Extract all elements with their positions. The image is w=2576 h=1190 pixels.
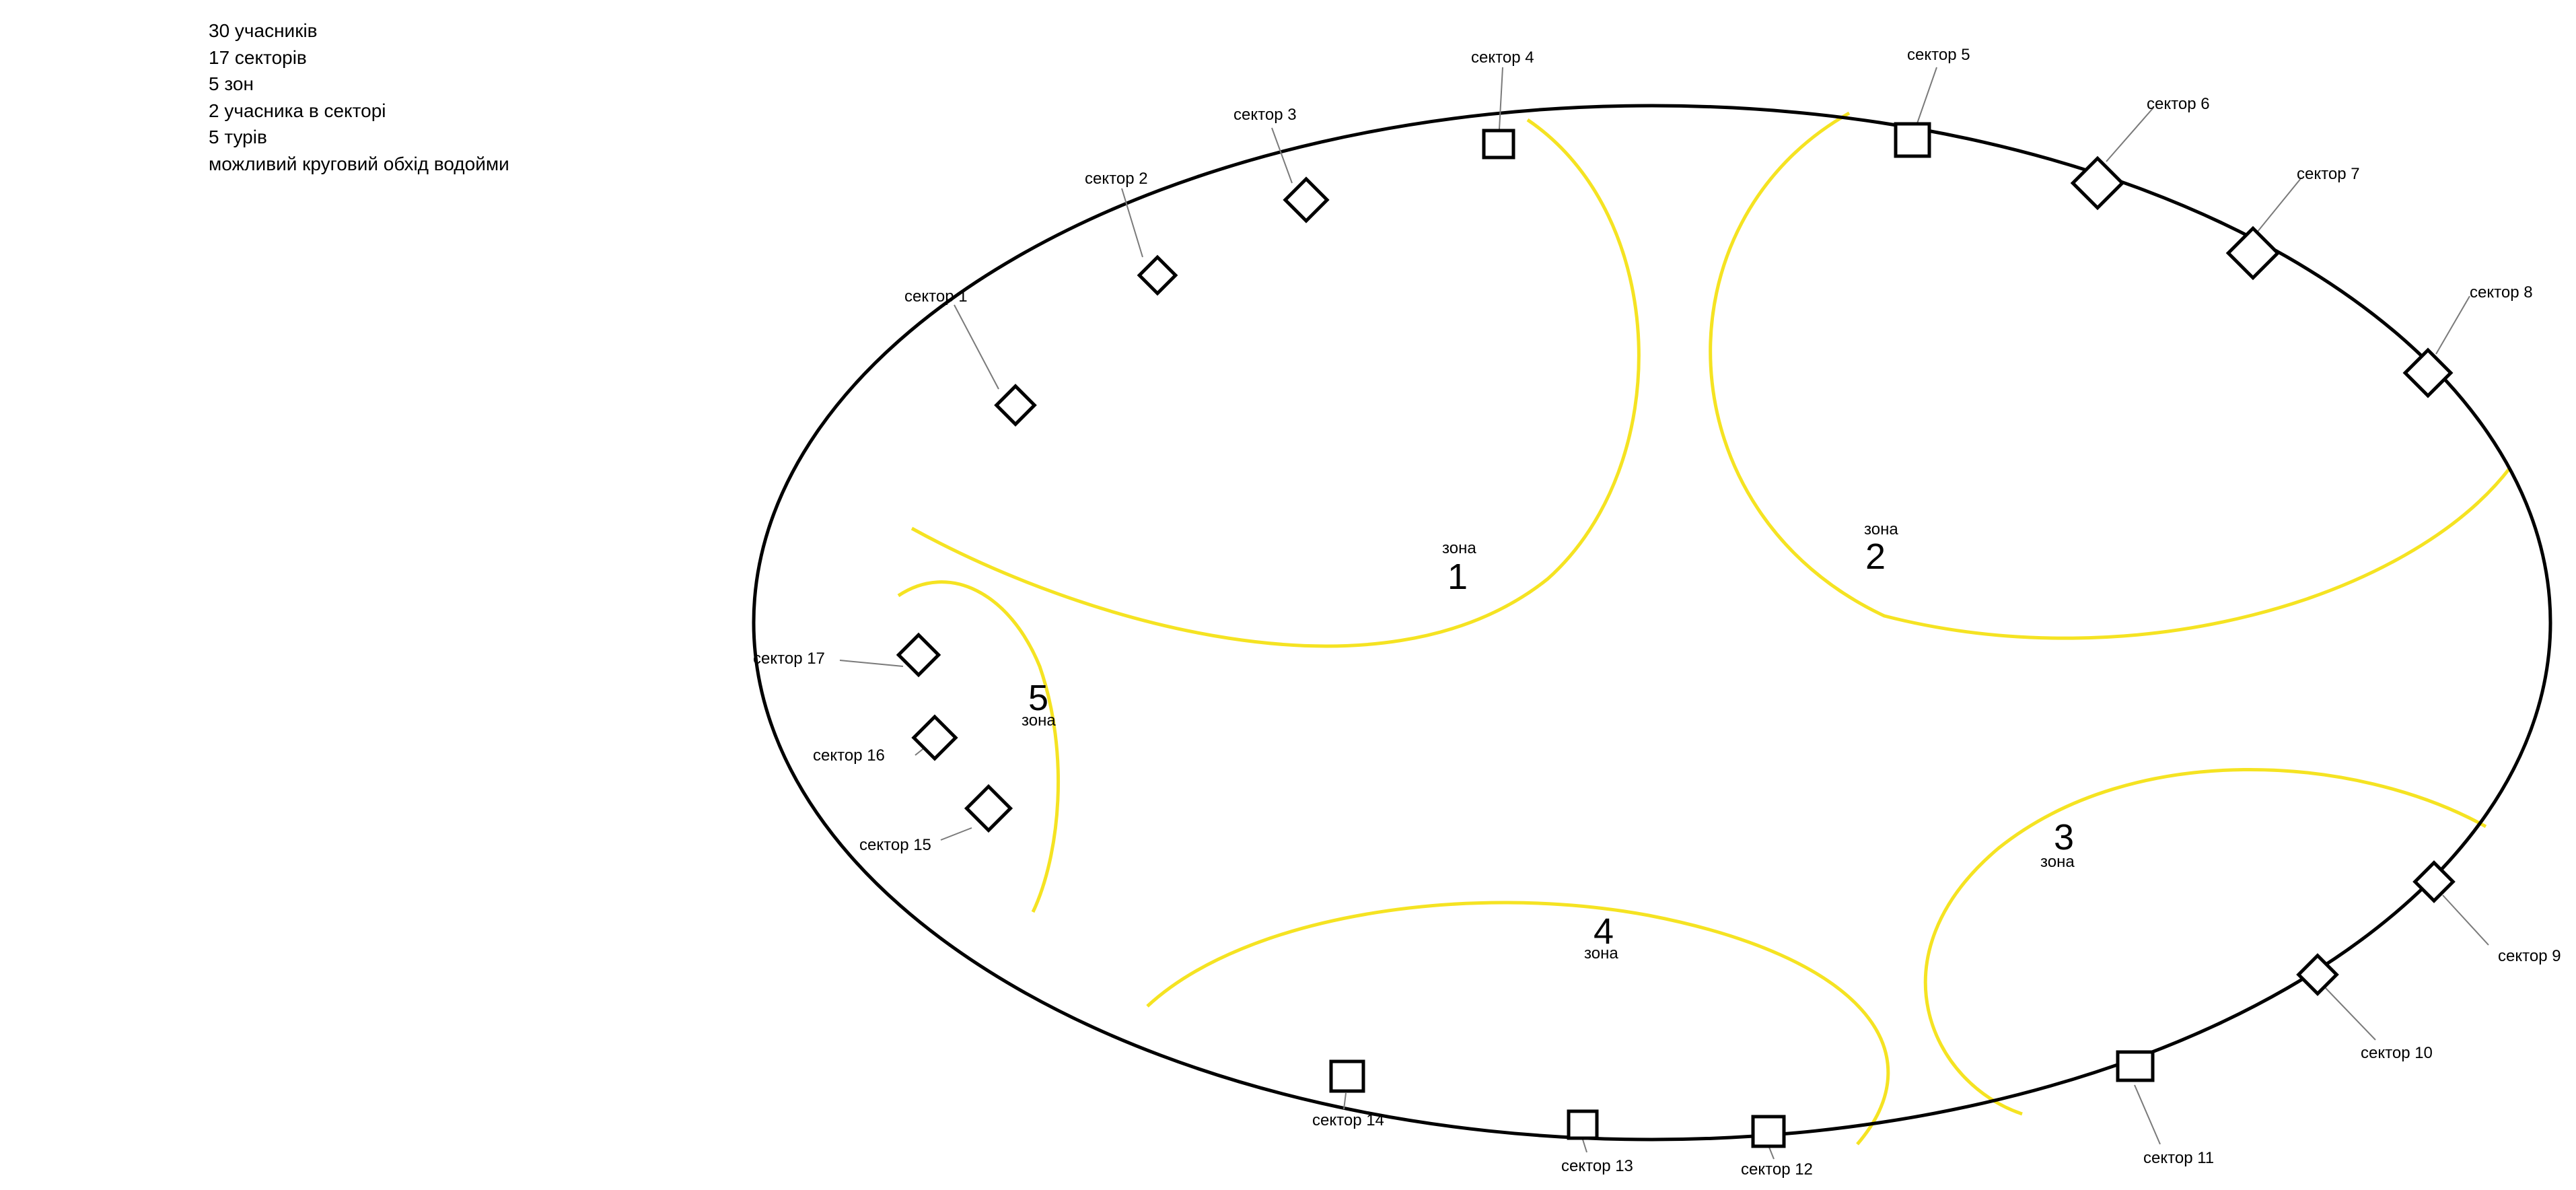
sector-1-label: сектор 1 bbox=[904, 287, 968, 306]
zone-1-boundary bbox=[910, 118, 1641, 648]
sector-14-leader bbox=[1343, 1092, 1347, 1110]
sector-3-marker bbox=[1283, 176, 1330, 223]
sector-1-leader bbox=[954, 304, 999, 390]
zone-labels: зона 1 зона 2 3 зона 4 зона 5 зона bbox=[1022, 520, 2075, 963]
sector-15-leader bbox=[940, 827, 972, 841]
sector-5-label: сектор 5 bbox=[1907, 46, 1970, 64]
sector-2-label: сектор 2 bbox=[1085, 170, 1148, 188]
sector-4-leader bbox=[1499, 67, 1503, 130]
sector-3-label: сектор 3 bbox=[1233, 106, 1297, 124]
note-per-sector: 2 учасника в секторі bbox=[209, 100, 386, 121]
zone-4-boundary bbox=[1146, 901, 1890, 1146]
sector-12-label: сектор 12 bbox=[1741, 1160, 1813, 1179]
sector-8-label: сектор 8 bbox=[2470, 283, 2533, 302]
pond-shoreline bbox=[752, 104, 2552, 1142]
sector-7-leader bbox=[2254, 177, 2302, 236]
zone-1-number: 1 bbox=[1447, 557, 1468, 597]
sector-10-marker bbox=[2296, 953, 2339, 996]
sector-10-label: сектор 10 bbox=[2361, 1044, 2433, 1062]
sector-markers bbox=[896, 122, 2456, 1148]
notes-list: 30 учасників 17 секторів 5 зон 2 учасник… bbox=[209, 18, 509, 177]
sector-14-label: сектор 14 bbox=[1312, 1111, 1384, 1129]
zone-5-boundary bbox=[897, 580, 1060, 913]
sector-8-marker bbox=[2402, 347, 2454, 398]
note-zones: 5 зон bbox=[209, 73, 254, 94]
zone-4-number: 4 bbox=[1594, 911, 1614, 952]
zone-1-word: зона bbox=[1442, 539, 1476, 557]
sector-4-label: сектор 4 bbox=[1471, 48, 1534, 67]
sector-15-label: сектор 15 bbox=[859, 836, 931, 854]
zone-5-number: 5 bbox=[1028, 678, 1048, 718]
sector-16-marker bbox=[911, 714, 958, 761]
zone-2-boundary bbox=[1709, 111, 2511, 640]
sector-11-marker bbox=[2116, 1050, 2155, 1082]
sector-6-marker bbox=[2070, 155, 2125, 211]
sector-10-leader bbox=[2324, 986, 2376, 1041]
sector-7-label: сектор 7 bbox=[2297, 165, 2360, 183]
sector-8-leader bbox=[2435, 295, 2470, 355]
sector-leader-lines bbox=[839, 67, 2489, 1160]
sector-17-label: сектор 17 bbox=[753, 650, 825, 668]
note-participants: 30 учасників bbox=[209, 20, 318, 41]
note-rounds: 5 турів bbox=[209, 127, 267, 147]
sector-5-marker bbox=[1894, 122, 1931, 158]
sector-1-marker bbox=[994, 384, 1037, 427]
sector-15-marker bbox=[964, 783, 1013, 833]
zone-4-word: зона bbox=[1584, 944, 1618, 963]
sector-16-label: сектор 16 bbox=[813, 746, 885, 765]
zone-2-number: 2 bbox=[1865, 536, 1886, 577]
sector-11-leader bbox=[2134, 1084, 2161, 1145]
sector-6-leader bbox=[2106, 107, 2154, 162]
zone-3-boundary bbox=[1923, 767, 2487, 1116]
zone-3-number: 3 bbox=[2054, 817, 2074, 858]
sector-7-marker bbox=[2225, 225, 2281, 281]
zone-2-word: зона bbox=[1864, 520, 1898, 538]
sector-4-marker bbox=[1482, 129, 1515, 160]
sector-5-leader bbox=[1916, 67, 1937, 126]
sector-13-leader bbox=[1582, 1139, 1587, 1153]
sector-12-marker bbox=[1751, 1115, 1786, 1148]
sector-2-marker bbox=[1137, 254, 1178, 296]
sector-2-leader bbox=[1121, 188, 1143, 258]
sector-14-marker bbox=[1329, 1059, 1365, 1093]
sector-9-label: сектор 9 bbox=[2498, 947, 2561, 965]
sector-17-marker bbox=[896, 632, 941, 678]
sector-9-marker bbox=[2412, 860, 2456, 903]
zone-boundaries bbox=[897, 111, 2511, 1146]
note-walkaround: можливий круговий обхід водойми bbox=[209, 153, 509, 174]
sector-17-leader bbox=[839, 660, 904, 667]
sector-3-leader bbox=[1271, 127, 1293, 184]
sector-labels: сектор 1 сектор 2 сектор 3 сектор 4 сект… bbox=[753, 46, 2561, 1179]
sector-11-label: сектор 11 bbox=[2143, 1149, 2214, 1167]
sector-13-marker bbox=[1567, 1109, 1599, 1140]
sector-13-label: сектор 13 bbox=[1561, 1157, 1633, 1175]
zone-5-word: зона bbox=[1022, 711, 1056, 730]
zone-3-word: зона bbox=[2040, 853, 2075, 871]
sector-9-leader bbox=[2442, 895, 2489, 946]
sector-6-label: сектор 6 bbox=[2147, 95, 2210, 113]
note-sectors: 17 секторів bbox=[209, 46, 307, 68]
